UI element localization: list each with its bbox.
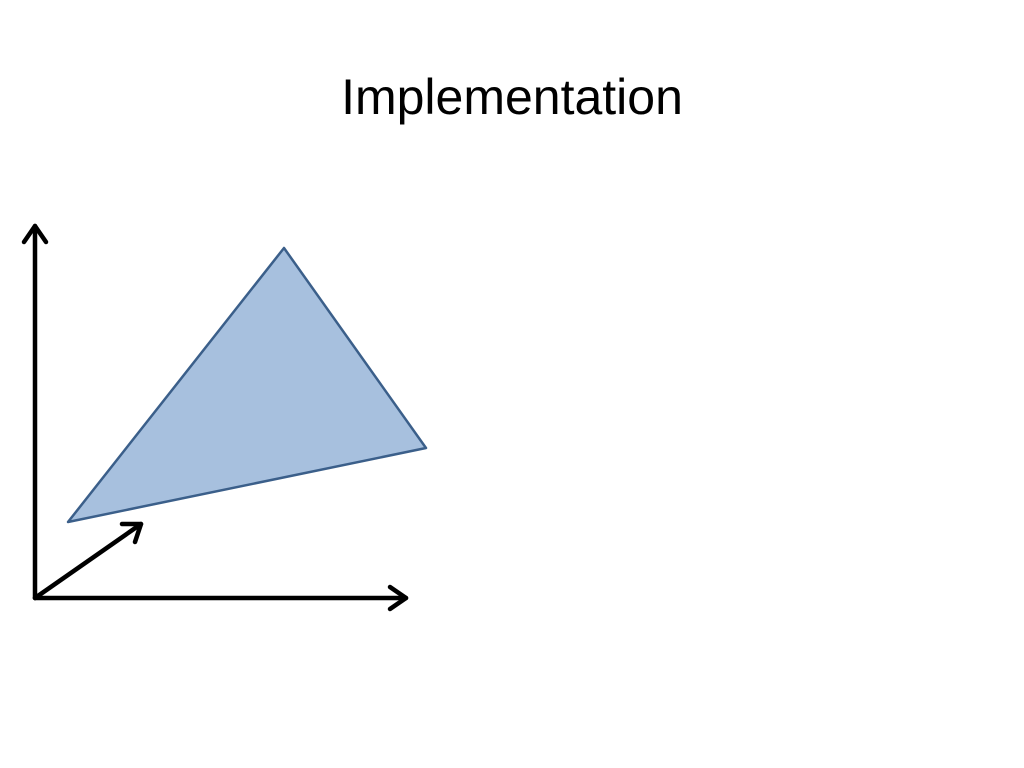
z-axis-arrow [32,521,144,601]
y-axis-arrow [21,223,49,601]
slide-title: Implementation [341,69,683,125]
triangle [66,246,428,524]
x-axis-arrow [32,584,409,612]
